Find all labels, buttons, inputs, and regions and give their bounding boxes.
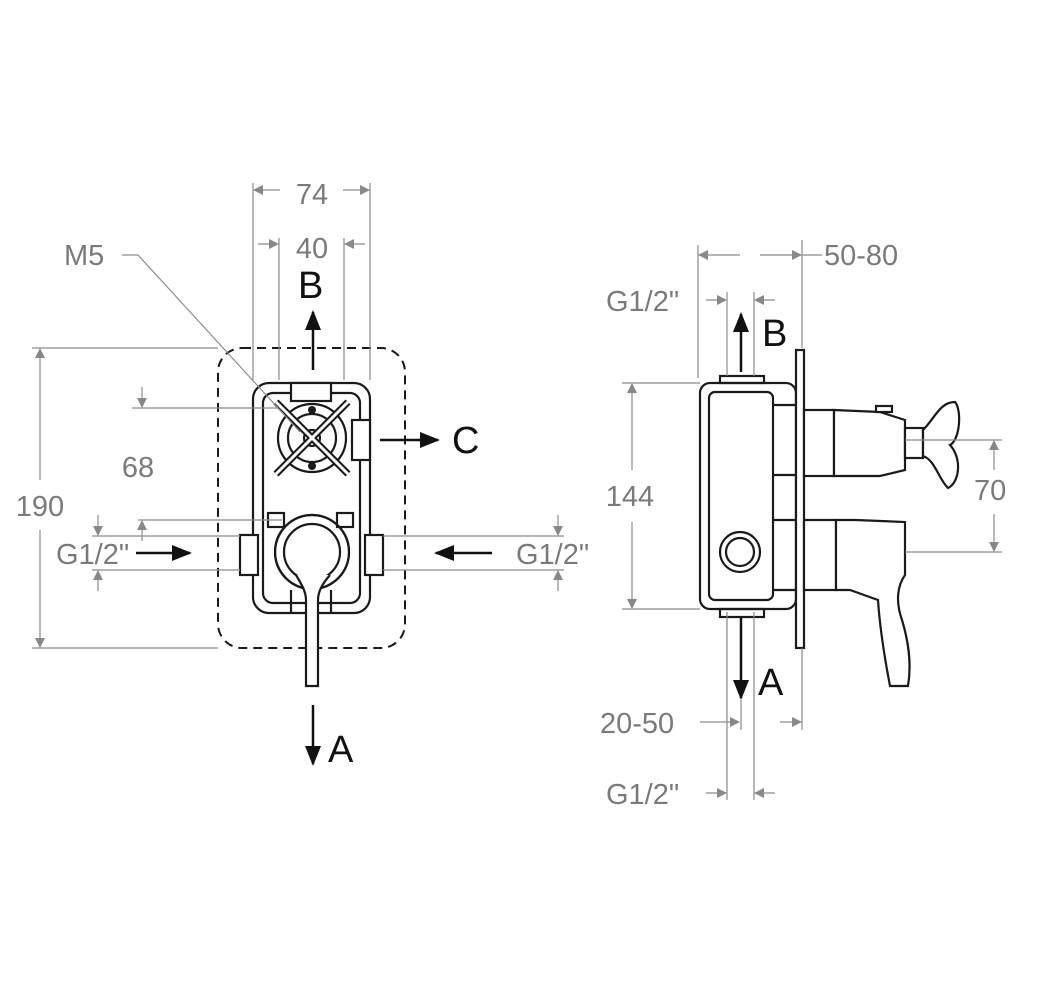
valve-body-side bbox=[698, 374, 798, 619]
label-port-c: C bbox=[452, 420, 479, 462]
label-inlet-left: G1/2" bbox=[56, 539, 129, 571]
dimension-inlet-right bbox=[383, 515, 564, 591]
dimension-190 bbox=[32, 347, 218, 649]
label-port-b-front: B bbox=[298, 265, 323, 307]
label-thread-top: G1/2" bbox=[606, 286, 679, 318]
dimension-74 bbox=[252, 183, 371, 380]
label-spacing-68: 68 bbox=[122, 452, 154, 484]
label-port-b-side: B bbox=[762, 313, 787, 355]
dimension-inlet-left bbox=[92, 515, 240, 591]
label-height-144: 144 bbox=[606, 481, 654, 513]
label-screw-m5: M5 bbox=[64, 240, 104, 272]
side-view: 50-80 G1/2" B 144 70 A 20-50 G1/2" bbox=[600, 240, 1006, 811]
outlet-tube-side bbox=[718, 530, 762, 574]
label-inlet-right: G1/2" bbox=[516, 539, 589, 571]
label-width-74: 74 bbox=[296, 179, 328, 211]
label-spacing-70: 70 bbox=[974, 475, 1006, 507]
dimension-thread-bottom bbox=[706, 612, 775, 800]
lever-handle-side bbox=[802, 518, 911, 688]
dimension-50-80 bbox=[697, 240, 822, 378]
label-depth-50-80: 50-80 bbox=[824, 240, 898, 272]
dimension-20-50 bbox=[700, 648, 803, 730]
leader-m5 bbox=[122, 254, 301, 433]
cross-handle-side bbox=[802, 400, 961, 490]
label-height-190: 190 bbox=[16, 491, 64, 523]
label-recess-20-50: 20-50 bbox=[600, 708, 674, 740]
cover-plate-outline bbox=[217, 347, 406, 649]
dimension-thread-top bbox=[706, 292, 775, 376]
front-view: 74 40 M5 190 68 G1/2" G1/2" B C A bbox=[16, 179, 589, 771]
cross-handle bbox=[273, 399, 351, 477]
wall-plate-side bbox=[794, 348, 806, 650]
dimension-144 bbox=[622, 382, 700, 610]
label-width-40: 40 bbox=[296, 233, 328, 265]
dimension-70 bbox=[905, 439, 1002, 553]
label-port-a-side: A bbox=[758, 662, 784, 704]
valve-body-front bbox=[238, 381, 385, 615]
lever-handle-front bbox=[273, 513, 351, 688]
label-port-a-front: A bbox=[328, 729, 354, 771]
dimension-68 bbox=[132, 387, 282, 541]
label-thread-bottom: G1/2" bbox=[606, 779, 679, 811]
dimension-40 bbox=[258, 238, 365, 380]
